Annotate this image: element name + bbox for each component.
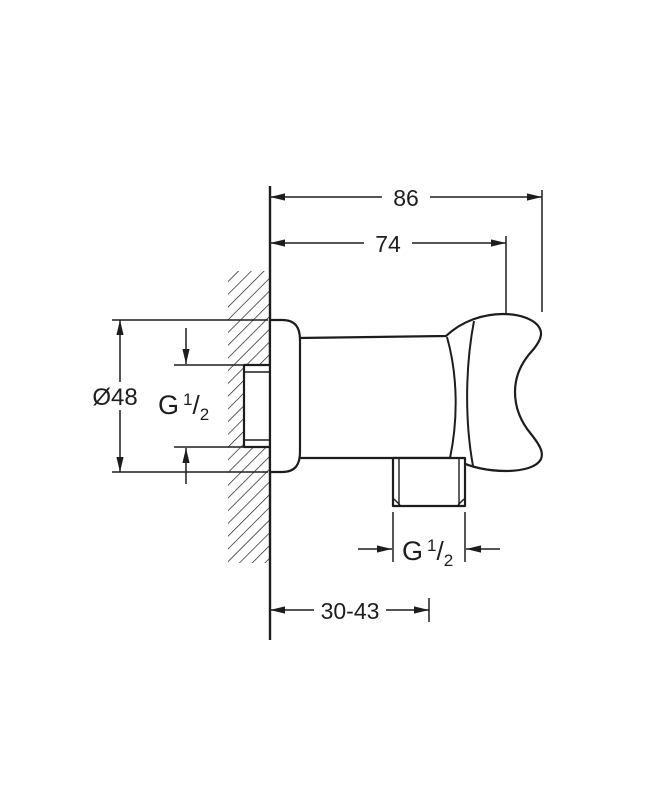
- holder-cradle-line: [466, 320, 475, 467]
- fixture-body-outline: [296, 312, 543, 473]
- thread-slash: /: [436, 536, 444, 566]
- holder-junction-line: [446, 336, 457, 459]
- dim-holder-depth: 74: [270, 230, 507, 313]
- dim-wall-depth-range: 30-43: [270, 597, 430, 624]
- outlet-thread-body: [391, 456, 467, 508]
- dim-74-label-mask: [364, 230, 412, 255]
- thread-prefix: G: [158, 390, 179, 420]
- thread-prefix: G: [402, 536, 423, 566]
- thread-denominator: 2: [444, 551, 453, 570]
- outlet-thread-chamfer-right: [457, 498, 465, 506]
- wall-flange: [268, 318, 302, 474]
- dim-overall-depth: 86: [270, 184, 543, 312]
- thread-numerator: 1: [427, 536, 436, 555]
- dim-86-label-mask: [382, 184, 430, 209]
- inlet-thread-body: [242, 363, 272, 449]
- dim-flange-diameter: Ø48: [87, 319, 268, 473]
- thread-slash: /: [192, 390, 200, 420]
- dim-3043-label: 30-43: [321, 598, 380, 624]
- outlet-thread-chamfer-left: [393, 498, 401, 506]
- dim-48-label: Ø48: [92, 384, 137, 411]
- fixture: [242, 312, 543, 508]
- dim-86-label: 86: [393, 185, 419, 211]
- thread-numerator: 1: [183, 390, 192, 409]
- dim-48-label-mask: [87, 382, 144, 410]
- dim-3043-label-mask: [314, 597, 386, 622]
- dim-74-label: 74: [375, 231, 401, 257]
- thread-denominator: 2: [200, 405, 209, 424]
